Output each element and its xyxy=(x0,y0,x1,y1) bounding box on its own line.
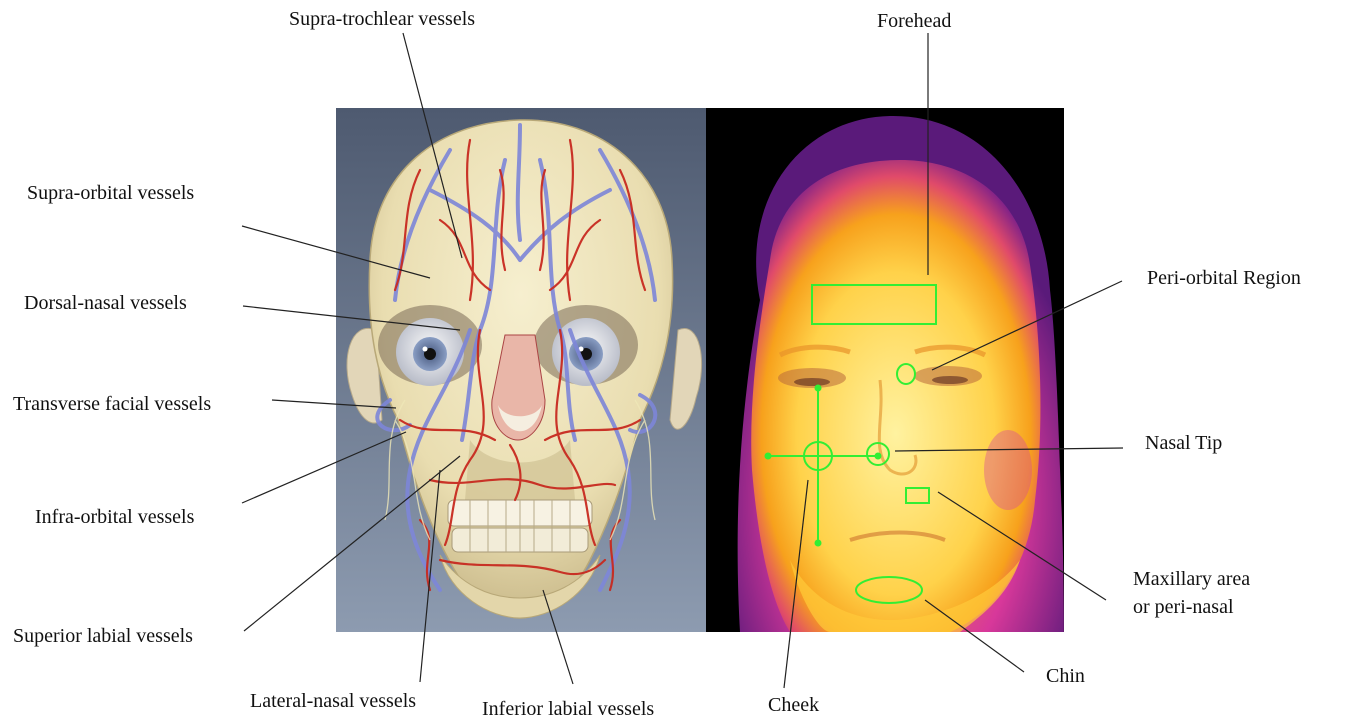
label-inferior-labial: Inferior labial vessels xyxy=(482,698,654,720)
label-transverse-facial: Transverse facial vessels xyxy=(13,393,211,415)
label-supra-orbital: Supra-orbital vessels xyxy=(27,182,194,204)
thermal-face xyxy=(751,160,1040,632)
label-maxillary-2: or peri-nasal xyxy=(1133,596,1234,618)
label-maxillary-1: Maxillary area xyxy=(1133,568,1250,590)
label-chin: Chin xyxy=(1046,665,1085,687)
label-periorbital: Peri-orbital Region xyxy=(1147,267,1301,289)
label-forehead: Forehead xyxy=(877,10,951,32)
thermal-panel xyxy=(706,108,1064,632)
label-nasal-tip: Nasal Tip xyxy=(1145,432,1222,454)
label-dorsal-nasal: Dorsal-nasal vessels xyxy=(24,292,187,314)
anatomy-panel xyxy=(336,108,706,632)
label-cheek: Cheek xyxy=(768,694,819,716)
label-superior-labial: Superior labial vessels xyxy=(13,625,193,647)
label-lateral-nasal: Lateral-nasal vessels xyxy=(250,690,416,712)
label-supra-trochlear: Supra-trochlear vessels xyxy=(289,8,475,30)
teeth xyxy=(448,500,592,552)
label-infra-orbital: Infra-orbital vessels xyxy=(35,506,194,528)
